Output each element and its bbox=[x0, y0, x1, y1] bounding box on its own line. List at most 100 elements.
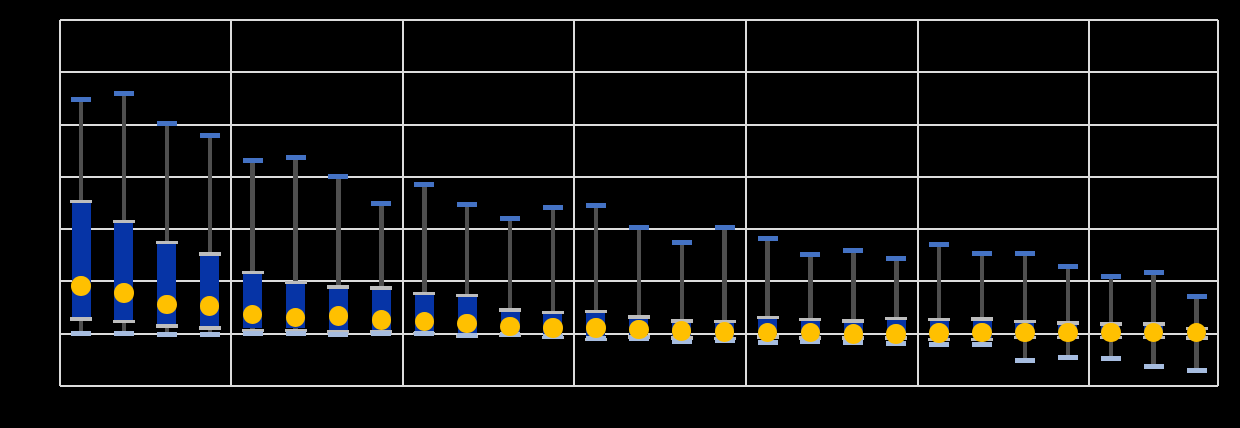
whisker-line bbox=[550, 207, 556, 337]
whisker-cap-high bbox=[714, 225, 735, 231]
whisker-cap-low bbox=[1186, 368, 1207, 374]
mean-marker bbox=[800, 322, 821, 343]
whisker-cap-low bbox=[328, 331, 349, 337]
whisker-cap-high bbox=[328, 174, 349, 180]
whisker-cap-low bbox=[1143, 363, 1164, 369]
gridline-vertical bbox=[745, 20, 747, 386]
whisker-cap-high bbox=[242, 158, 263, 164]
gridline-horizontal bbox=[59, 123, 1218, 126]
whisker-cap-low bbox=[242, 330, 263, 336]
whisker-line bbox=[207, 135, 212, 335]
mean-marker bbox=[199, 296, 220, 316]
whisker-cap-high bbox=[414, 181, 435, 187]
mean-marker bbox=[328, 306, 349, 326]
whisker-line bbox=[979, 253, 985, 345]
whisker-cap-low bbox=[457, 332, 478, 338]
mean-marker bbox=[843, 324, 863, 344]
gridline-horizontal bbox=[59, 19, 1218, 21]
box-edge-top bbox=[499, 308, 521, 312]
whisker-line bbox=[121, 93, 127, 334]
whisker-cap-low bbox=[285, 331, 306, 337]
whisker-line bbox=[1065, 266, 1071, 358]
whisker-cap-high bbox=[500, 215, 520, 221]
whisker-line bbox=[293, 157, 298, 334]
whisker-line bbox=[765, 238, 770, 343]
box-edge-top bbox=[284, 280, 307, 284]
whisker-cap-low bbox=[585, 336, 606, 342]
mean-marker bbox=[629, 319, 649, 340]
whisker-cap-low bbox=[71, 330, 91, 336]
box-edge-top bbox=[1013, 319, 1036, 324]
gridline-vertical bbox=[58, 20, 61, 386]
mean-marker bbox=[414, 311, 434, 332]
plot-area bbox=[58, 19, 1219, 387]
box-edge-top bbox=[413, 291, 436, 295]
gridline-vertical bbox=[230, 20, 233, 386]
whisker-line bbox=[722, 227, 727, 340]
whisker-line bbox=[336, 176, 341, 335]
whisker-cap-high bbox=[972, 251, 992, 257]
box-edge-top bbox=[241, 270, 264, 275]
box-edge-top bbox=[370, 286, 393, 290]
gridline-vertical bbox=[573, 20, 576, 386]
whisker-cap-low bbox=[199, 331, 220, 337]
whisker-line bbox=[679, 242, 684, 341]
whisker-cap-high bbox=[113, 90, 134, 96]
box-edge-bottom bbox=[112, 319, 135, 324]
gridline-horizontal bbox=[59, 175, 1218, 178]
whisker-cap-high bbox=[1100, 273, 1121, 279]
mean-marker bbox=[285, 307, 306, 328]
mean-marker bbox=[71, 276, 91, 296]
mean-marker bbox=[157, 294, 177, 315]
whisker-cap-high bbox=[1014, 250, 1035, 256]
whisker-cap-low bbox=[156, 331, 177, 337]
whisker-line bbox=[379, 203, 384, 334]
box-edge-top bbox=[713, 319, 736, 324]
mean-marker bbox=[242, 304, 263, 325]
whisker-cap-high bbox=[843, 247, 864, 253]
whisker-cap-low bbox=[414, 331, 435, 337]
whisker-line bbox=[894, 258, 899, 344]
gridline-horizontal bbox=[59, 71, 1218, 74]
mean-marker bbox=[757, 322, 778, 343]
whisker-cap-high bbox=[71, 96, 91, 102]
whisker-line bbox=[1022, 253, 1028, 361]
gridline-vertical bbox=[401, 20, 404, 386]
whisker-cap-high bbox=[199, 132, 220, 138]
mean-marker bbox=[586, 318, 606, 338]
whisker-line bbox=[507, 218, 513, 335]
box-edge-top bbox=[112, 219, 135, 224]
whisker-cap-high bbox=[542, 204, 563, 210]
mean-marker bbox=[1058, 322, 1078, 343]
whisker-cap-low bbox=[929, 341, 950, 347]
whisker-cap-high bbox=[371, 201, 392, 206]
whisker-line bbox=[250, 160, 255, 334]
mean-marker bbox=[929, 323, 949, 343]
whisker-cap-low bbox=[1057, 355, 1078, 361]
box-edge-top bbox=[885, 316, 908, 321]
box-edge-bottom bbox=[155, 324, 178, 328]
box-body bbox=[200, 255, 220, 327]
mean-marker bbox=[1101, 322, 1121, 343]
box-edge-bottom bbox=[284, 328, 307, 332]
whisker-cap-low bbox=[671, 338, 692, 344]
whisker-cap-high bbox=[457, 201, 478, 207]
box-edge-bottom bbox=[241, 328, 264, 332]
whisker-line bbox=[851, 250, 856, 343]
whisker-cap-high bbox=[886, 255, 907, 261]
whisker-line bbox=[1108, 276, 1113, 359]
mean-marker bbox=[543, 318, 563, 338]
box-edge-top bbox=[541, 310, 564, 315]
whisker-cap-high bbox=[1143, 270, 1164, 275]
box-edge-top bbox=[799, 317, 822, 322]
box-edge-top bbox=[842, 319, 865, 323]
box-edge-top bbox=[971, 317, 993, 321]
whisker-line bbox=[164, 123, 170, 335]
box-edge-top bbox=[627, 315, 650, 319]
whisker-cap-high bbox=[156, 120, 177, 126]
box-body bbox=[114, 223, 134, 320]
box-edge-top bbox=[584, 309, 607, 314]
whisker-cap-high bbox=[757, 235, 778, 241]
mean-marker bbox=[1015, 322, 1035, 343]
